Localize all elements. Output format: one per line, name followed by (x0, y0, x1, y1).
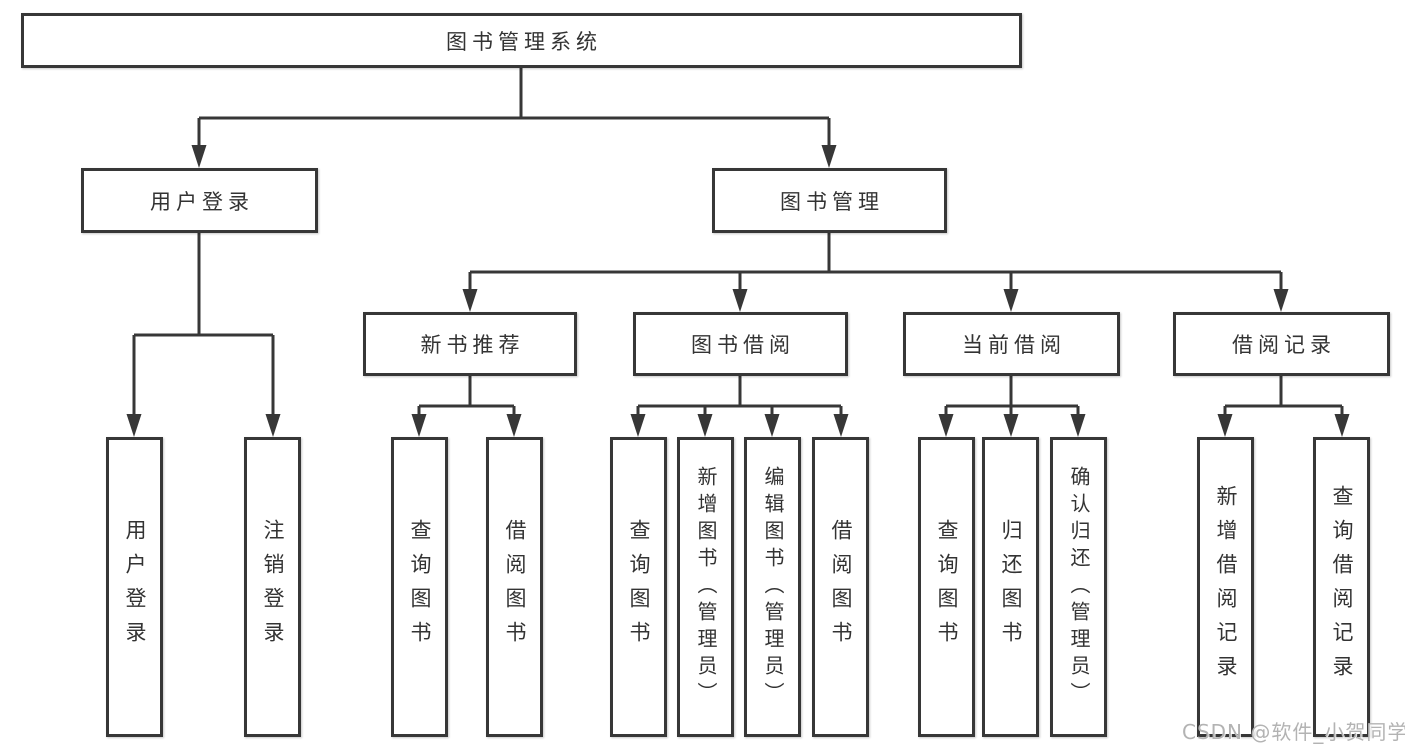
connector-user-login-children (132, 233, 275, 415)
node-book-mgmt: 图书管理 (712, 168, 947, 233)
node-current-borrow-label: 当前借阅 (962, 333, 1066, 357)
arrowhead-book-mgmt (821, 145, 837, 168)
node-new-books: 新书推荐 (363, 312, 577, 376)
arrowhead-cb-return (1003, 414, 1019, 437)
arrowhead-user-login (191, 145, 207, 168)
node-root-label: 图书管理系统 (446, 29, 602, 54)
arrowhead-new-books (462, 289, 478, 312)
arrowhead-bb-edit (764, 414, 780, 437)
node-user-login-label: 用户登录 (150, 189, 254, 214)
leaf-cb-query-books: 查询图书 (918, 437, 975, 737)
leaf-br-add-record-label: 新增借阅记录 (1214, 485, 1238, 689)
arrowhead-logout (265, 414, 281, 437)
node-borrow-records-label: 借阅记录 (1232, 333, 1336, 357)
node-book-mgmt-label: 图书管理 (780, 189, 884, 214)
leaf-user-login-label: 用户登录 (123, 519, 147, 655)
leaf-nb-query-books-label: 查询图书 (408, 519, 432, 655)
leaf-bb-edit-books-admin: 编辑图书（管理员） (744, 437, 801, 737)
leaf-logout-label: 注销登录 (261, 519, 285, 655)
arrowhead-nb-borrow (506, 414, 522, 437)
leaf-cb-return-books-label: 归还图书 (999, 519, 1023, 655)
leaf-br-add-record: 新增借阅记录 (1197, 437, 1254, 737)
leaf-cb-query-books-label: 查询图书 (935, 519, 959, 655)
arrowhead-nb-query (411, 414, 427, 437)
node-new-books-label: 新书推荐 (420, 333, 525, 357)
leaf-br-query-record-label: 查询借阅记录 (1330, 485, 1354, 689)
arrowhead-current-borrow (1003, 289, 1019, 312)
leaf-bb-add-books-admin: 新增图书（管理员） (677, 437, 734, 737)
leaf-cb-confirm-return-admin-label: 确认归还（管理员） (1067, 465, 1091, 709)
connector-book-mgmt-children (468, 233, 1283, 290)
leaf-nb-borrow-books: 借阅图书 (486, 437, 543, 737)
arrowhead-bb-add (697, 414, 713, 437)
connector-new-books-children (417, 376, 516, 415)
node-user-login: 用户登录 (81, 168, 318, 233)
node-current-borrow: 当前借阅 (903, 312, 1120, 376)
leaf-logout: 注销登录 (244, 437, 301, 737)
arrowhead-bb-query (630, 414, 646, 437)
arrowhead-borrow-records (1273, 289, 1289, 312)
connector-book-borrow-children (636, 376, 843, 415)
connector-current-borrow-children (944, 376, 1080, 415)
leaf-bb-add-books-admin-label: 新增图书（管理员） (694, 465, 718, 709)
leaf-bb-borrow-books: 借阅图书 (812, 437, 869, 737)
leaf-user-login: 用户登录 (106, 437, 163, 737)
leaf-bb-edit-books-admin-label: 编辑图书（管理员） (761, 465, 785, 709)
connector-root-to-level1 (197, 68, 831, 146)
node-book-borrow: 图书借阅 (633, 312, 848, 376)
leaf-bb-borrow-books-label: 借阅图书 (829, 519, 853, 655)
leaf-bb-query-books-label: 查询图书 (627, 519, 651, 655)
leaf-bb-query-books: 查询图书 (610, 437, 667, 737)
node-root: 图书管理系统 (21, 13, 1022, 68)
leaf-nb-query-books: 查询图书 (391, 437, 448, 737)
arrowhead-bb-borrow (833, 414, 849, 437)
arrowhead-br-query (1334, 414, 1350, 437)
arrowhead-book-borrow (732, 289, 748, 312)
arrowhead-login (126, 414, 142, 437)
arrowhead-cb-confirm (1070, 414, 1086, 437)
arrowhead-br-add (1217, 414, 1233, 437)
arrowhead-cb-query (938, 414, 954, 437)
node-book-borrow-label: 图书借阅 (691, 333, 795, 357)
leaf-cb-return-books: 归还图书 (982, 437, 1039, 737)
leaf-nb-borrow-books-label: 借阅图书 (503, 519, 527, 655)
leaf-br-query-record: 查询借阅记录 (1313, 437, 1370, 737)
connector-borrow-records-children (1223, 376, 1344, 415)
node-borrow-records: 借阅记录 (1173, 312, 1390, 376)
csdn-watermark: CSDN @软件_小贺同学 (1182, 720, 1405, 744)
leaf-cb-confirm-return-admin: 确认归还（管理员） (1050, 437, 1107, 737)
